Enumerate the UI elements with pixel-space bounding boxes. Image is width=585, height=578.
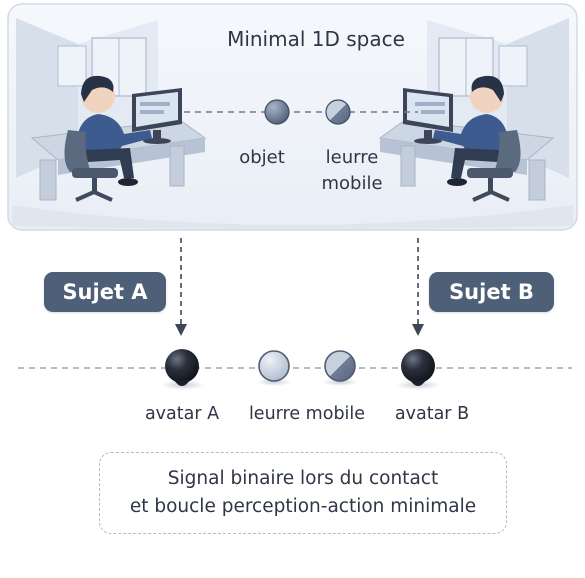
right-monitor-icon bbox=[403, 88, 453, 144]
panel-decoy-label-line1: leurre bbox=[326, 147, 379, 168]
track-object-dot bbox=[258, 350, 290, 382]
avatar-a-label: avatar A bbox=[144, 404, 220, 424]
panel-decoy-label-line2: mobile bbox=[321, 173, 382, 194]
caption-line-1: Signal binaire lors du contact bbox=[167, 468, 439, 489]
avatar-b-label: avatar B bbox=[394, 404, 470, 424]
track bbox=[18, 349, 572, 390]
top-panel: Minimal 1D space objet leurre mobile bbox=[7, 3, 578, 231]
avatar-b-icon bbox=[401, 349, 435, 386]
panel-decoy-dot bbox=[325, 99, 351, 125]
panel-object-dot bbox=[264, 99, 290, 125]
subject-b-badge: Sujet B bbox=[429, 272, 554, 312]
floor-curve bbox=[12, 205, 573, 229]
left-workstation bbox=[16, 18, 207, 202]
avatar-a-icon bbox=[165, 349, 199, 386]
caption-line-2: et boucle perception-action minimale bbox=[129, 496, 477, 517]
arrow-b bbox=[412, 238, 424, 336]
right-workstation bbox=[378, 18, 569, 202]
decoy-track-label: leurre mobile bbox=[248, 404, 366, 424]
right-chair-icon bbox=[467, 130, 521, 202]
caption-box: Signal binaire lors du contact et boucle… bbox=[99, 452, 507, 534]
panel-object-label: objet bbox=[239, 147, 285, 168]
left-monitor-icon bbox=[132, 88, 182, 144]
left-person-icon bbox=[76, 75, 152, 186]
right-person-icon bbox=[433, 75, 509, 186]
track-decoy-dot bbox=[324, 350, 356, 382]
arrow-a bbox=[175, 238, 187, 336]
left-chair-icon bbox=[64, 130, 118, 202]
panel-title: Minimal 1D space bbox=[227, 27, 405, 51]
subject-a-badge: Sujet A bbox=[44, 272, 166, 312]
